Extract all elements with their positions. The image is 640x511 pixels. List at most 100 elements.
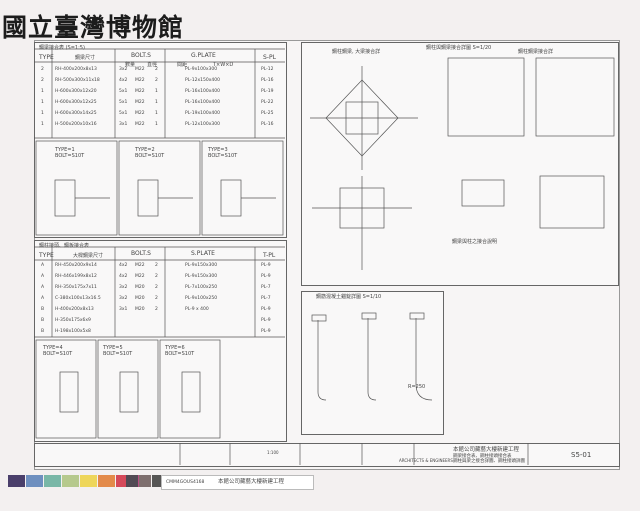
table-cell: RH-446x199x8x12 [55, 274, 97, 279]
col-size: 鋼梁尺寸 [75, 55, 96, 61]
table-cell: 2 [155, 274, 158, 279]
table-cell: RH-350x175x7x11 [55, 285, 97, 290]
detail-title-2: 鋼柱與鋼梁接合詳圖 S=1/20 [426, 45, 492, 51]
drawing-title-1: 鋼梁接合表、鋼柱接頭接合表 [453, 454, 512, 459]
col-bolt: BOLT.S [131, 250, 151, 257]
table-cell: RH-400x200x8x13 [55, 67, 97, 72]
type-label-5: TYPE=5 BOLT=S10T [103, 345, 133, 357]
table-cell: PL-25 [261, 111, 274, 116]
table-cell: 1 [41, 100, 44, 105]
table-cell: PL-9 [261, 307, 271, 312]
table-cell: PL-22 [261, 100, 274, 105]
anchor-title: 鋼筋混凝土錨錠詳圖 S=1/10 [316, 294, 382, 300]
table-cell: H-600x300x14x25 [55, 111, 97, 116]
detail-title-3: 鋼柱鋼梁接合詳 [518, 49, 554, 55]
table-cell: M22 [135, 122, 145, 127]
table-cell: RH-500x300x11x18 [55, 78, 100, 83]
table-cell: PL-16x100x400 [185, 89, 220, 94]
table-cell: H-600x300x12x25 [55, 100, 97, 105]
table-cell: H-500x200x10x16 [55, 122, 97, 127]
table-cell: PL-9 [261, 274, 271, 279]
table-cell: M22 [135, 89, 145, 94]
color-swatch [8, 475, 25, 487]
table-cell: PL-16x100x400 [185, 100, 220, 105]
table-cell: 5x1 [119, 89, 128, 94]
table-cell: M22 [135, 111, 145, 116]
col-type: TYPE [39, 252, 54, 259]
project-title: 本館公司藏藝大樓新建工程 [453, 447, 520, 453]
color-swatch [80, 475, 97, 487]
table-cell: 5x1 [119, 111, 128, 116]
type-label-2: TYPE=2 BOLT=S10T [135, 147, 165, 159]
table-cell: PL-12x150x400 [185, 78, 220, 83]
type-label-4: TYPE=4 BOLT=S10T [43, 345, 73, 357]
footer-caption-strip: CMM4GOUS4168 本館公司藏藝大樓新建工程 [161, 475, 314, 490]
table-cell: A [41, 285, 45, 290]
table-cell: A [41, 296, 45, 301]
table-cell: 3x1 [119, 122, 128, 127]
firm-label: ARCHITECTS & ENGINEERS [399, 458, 453, 463]
table-cell: 2 [155, 78, 158, 83]
col-type: TYPE [39, 54, 54, 61]
table-title: 鋼柱接頭、鋼板接合表 [39, 243, 90, 249]
type-label-3: TYPE=3 BOLT=S10T [208, 147, 238, 159]
sub-pitch: 間距 [177, 62, 188, 68]
table-cell: H-350x175x6x9 [55, 318, 91, 323]
table-cell: M22 [135, 100, 145, 105]
table-cell: H-600x300x12x20 [55, 89, 97, 94]
table-cell: PL-19 [261, 89, 274, 94]
table-cell: M20 [135, 296, 145, 301]
sub-qty: 數量 [125, 62, 136, 68]
table-title: 鋼梁接合表 (S=1:5) [39, 45, 85, 51]
table-cell: M22 [135, 263, 145, 268]
table-cell: 4x2 [119, 78, 128, 83]
r-label: R=250 [408, 384, 426, 390]
type-label-1: TYPE=1 BOLT=S10T [55, 147, 85, 159]
table-cell: PL-9 [261, 329, 271, 334]
table-cell: PL-16 [261, 122, 274, 127]
column-beam-detail-panel: 鋼柱鋼梁, 大梁接合詳 鋼柱與鋼梁接合詳圖 S=1/20 鋼柱鋼梁接合詳 鋼梁與… [301, 42, 619, 286]
table-cell: B [41, 307, 45, 312]
table-cell: M22 [135, 78, 145, 83]
table-cell: 2 [155, 296, 158, 301]
type-label-6: TYPE=6 BOLT=S10T [165, 345, 195, 357]
table-cell: A [41, 274, 45, 279]
table-cell: 2 [155, 67, 158, 72]
table-cell: C-380x100x13x16.5 [55, 296, 101, 301]
table-cell: 1 [41, 89, 44, 94]
gray-swatch [139, 475, 151, 487]
table-cell: M22 [135, 67, 145, 72]
table-cell: M22 [135, 274, 145, 279]
table-cell: 1 [155, 111, 158, 116]
table-cell: PL-7 [261, 285, 271, 290]
table-cell: 1 [155, 89, 158, 94]
table-cell: M20 [135, 307, 145, 312]
table-cell: B [41, 318, 45, 323]
table-cell: 3x2 [119, 296, 128, 301]
table-cell: PL-9 x 400 [185, 307, 209, 312]
col-gplate: G.PLATE [191, 52, 216, 59]
title-block: ARCHITECTS & ENGINEERS 本館公司藏藝大樓新建工程 鋼梁接合… [34, 443, 620, 467]
table-cell: 3x2 [119, 67, 128, 72]
table-cell: PL-7x100x250 [185, 285, 218, 290]
table-cell: H-198x100x5x8 [55, 329, 91, 334]
table-cell: 2 [155, 263, 158, 268]
col-size: 大樑鋼梁尺寸 [73, 253, 104, 259]
table-cell: A [41, 263, 45, 268]
table-cell: PL-16 [261, 78, 274, 83]
table-cell: 4x2 [119, 263, 128, 268]
table-cell: 1 [155, 100, 158, 105]
table-cell: 1 [41, 122, 44, 127]
table-cell: 2 [41, 78, 44, 83]
table-cell: RH-450x200x9x14 [55, 263, 97, 268]
table-cell: M20 [135, 285, 145, 290]
museum-logo: 國立臺灣博物館 [2, 13, 185, 42]
table-cell: PL-12x100x300 [185, 122, 220, 127]
color-swatch [26, 475, 43, 487]
table-cell: 2 [41, 67, 44, 72]
col-spl: S-PL [263, 54, 276, 61]
sheet-number: S5-01 [571, 451, 592, 459]
table-cell: PL-9x100x250 [185, 296, 218, 301]
